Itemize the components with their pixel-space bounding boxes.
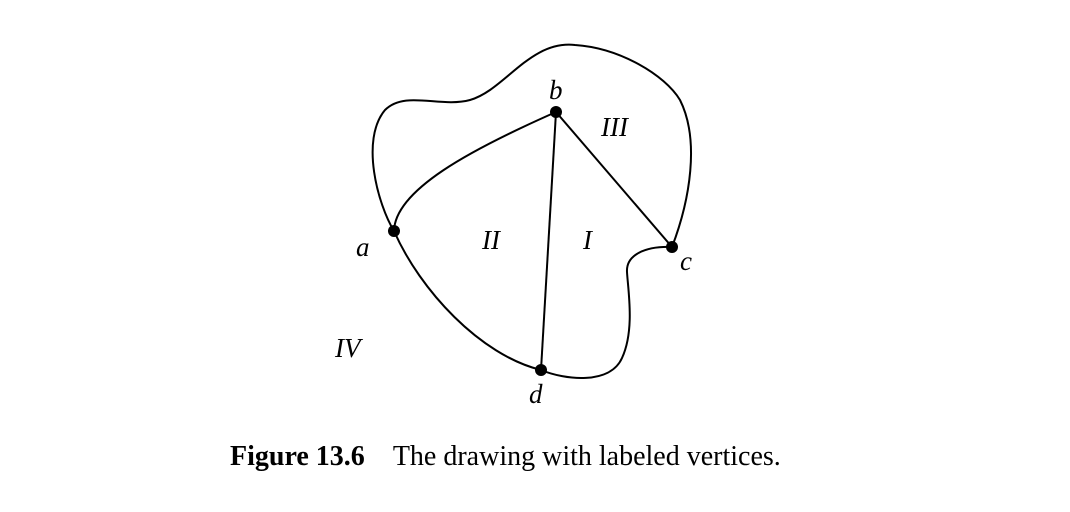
- edge-b-d: [540, 111, 557, 371]
- edge-d-c: [540, 245, 673, 380]
- edge-a-c: [371, 43, 693, 248]
- vertex-c: [666, 241, 678, 253]
- edge-a-b: [393, 111, 557, 232]
- vertex-d: [535, 364, 547, 376]
- vertex-label-d: d: [529, 379, 543, 409]
- edge-a-d: [393, 230, 542, 371]
- vertex-label-b: b: [549, 75, 563, 105]
- vertex-a: [388, 225, 400, 237]
- region-label-I: I: [582, 225, 594, 255]
- vertex-label-c: c: [680, 246, 692, 276]
- vertex-b: [550, 106, 562, 118]
- edge-b-c: [555, 111, 673, 248]
- vertex-label-a: a: [356, 232, 370, 262]
- region-label-IV: IV: [334, 333, 364, 363]
- caption-label: Figure 13.6: [230, 441, 365, 472]
- region-label-III: III: [600, 112, 630, 142]
- figure-caption: Figure 13.6 The drawing with labeled vert…: [230, 441, 781, 473]
- region-label-II: II: [481, 225, 502, 255]
- caption-text: The drawing with labeled vertices.: [392, 441, 781, 472]
